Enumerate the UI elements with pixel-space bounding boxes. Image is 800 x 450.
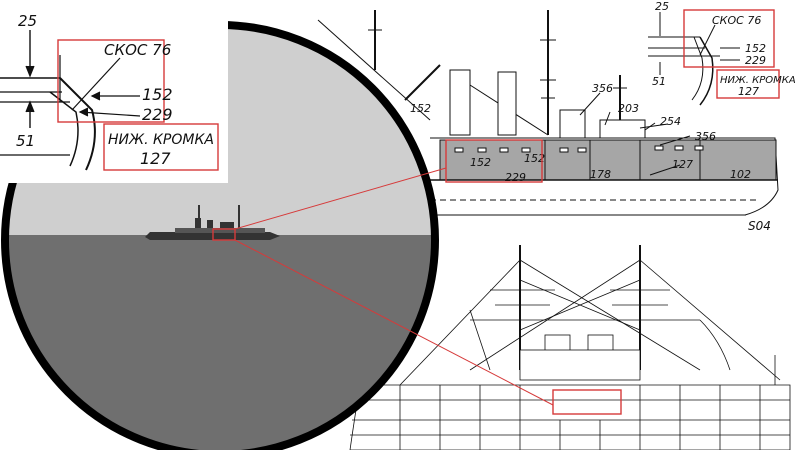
inset-large-val-152: 152: [142, 85, 173, 104]
armor-label-9: 127: [672, 158, 693, 171]
connector-to-profile: [234, 167, 447, 230]
inset-small-val-152: 152: [745, 42, 766, 55]
armor-label-7: 229: [505, 171, 526, 184]
inset-large-lower-value: 127: [140, 149, 171, 168]
armor-label-6: 152: [524, 152, 545, 165]
inset-small-lower-box: [716, 69, 780, 99]
inset-large-lower-edge: НИЖ. КРОМКА: [108, 132, 214, 148]
inset-large-lower-box: [103, 123, 219, 171]
line-drawing-highlight-box: [552, 389, 622, 415]
armor-label-0: 152: [410, 102, 431, 115]
inset-large-val-25: 25: [18, 12, 37, 30]
armor-label-3: 254: [660, 115, 681, 128]
inset-large: 25 СКОС 76 152 229 51 НИЖ. КРОМКА 127: [0, 0, 228, 183]
inset-large-bevel: СКОС 76: [104, 41, 171, 59]
armor-label-5: 152: [470, 156, 491, 169]
inset-small-lower-edge: НИЖ. КРОМКА: [720, 75, 796, 86]
profile-armor-labels: 152 356 203 254 356 152 152 229 178 127 …: [410, 82, 771, 233]
inset-large-box: [57, 39, 165, 123]
inset-small: 25 СКОС 76 152 229 51 НИЖ. КРОМКА 127: [648, 0, 796, 106]
inset-small-lower-value: 127: [738, 85, 759, 98]
inset-small-val-229: 229: [745, 54, 766, 67]
sheet-code: S04: [748, 219, 771, 233]
photo-highlight-box: [212, 228, 236, 241]
armor-label-1: 356: [592, 82, 613, 95]
armor-label-10: 102: [730, 168, 751, 181]
funnel-fore: [449, 69, 471, 136]
inset-small-val-51: 51: [652, 75, 666, 88]
armor-belt: [439, 139, 777, 181]
armor-label-2: 203: [618, 102, 639, 115]
side-profile-drawing: [317, 10, 779, 216]
armor-label-4: 356: [695, 130, 716, 143]
inset-small-bevel: СКОС 76: [712, 14, 761, 27]
inset-large-val-51: 51: [16, 132, 35, 150]
inset-small-val-25: 25: [655, 0, 669, 13]
armor-label-8: 178: [590, 168, 611, 181]
funnel-aft: [497, 71, 517, 136]
inset-large-val-229: 229: [142, 105, 173, 124]
profile-highlight-box: [445, 139, 543, 183]
connector-to-line-drawing: [234, 239, 554, 406]
zoom-connectors: [234, 167, 554, 406]
inset-small-box: [683, 9, 775, 68]
